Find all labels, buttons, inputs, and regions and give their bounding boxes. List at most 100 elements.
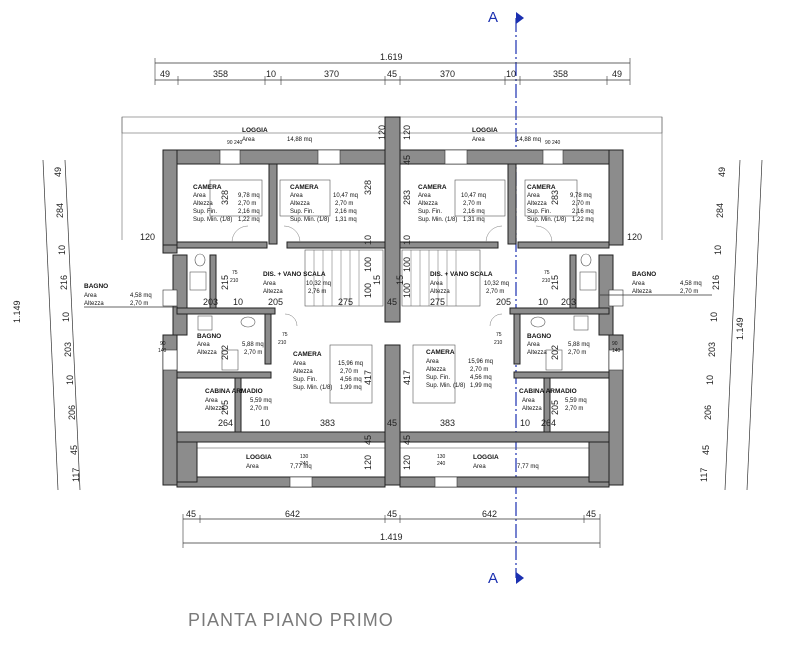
dim-10-br: 10 [520,418,530,428]
dis-right-alt: 2,70 m [486,289,504,295]
dim-right-8: 206 [703,405,713,420]
bagno-int-right-alt: 2,70 m [568,350,586,356]
dim-left-total: 1.149 [12,300,22,323]
plan-title: PIANTA PIANO PRIMO [188,610,394,630]
camera-b-alt: 2,70 m [335,201,353,207]
dim-328-ll: 328 [220,190,230,205]
dim-120-tr: 120 [627,232,642,242]
dim-417-r: 417 [402,370,412,385]
dim-left-8: 206 [67,405,77,420]
bagno-ext-left-alt-label: Altezza [84,301,104,307]
dim-120-spine-top-l: 120 [377,125,387,140]
cabina-right-area-label: Area [522,398,535,404]
camera-a-supmin-label: Sup. Min. (1/8) [193,217,232,223]
camera-d-supmin-label: Sup. Min. (1/8) [527,217,566,223]
bagno-ext-left-area: 4,58 mq [130,293,152,299]
bagno-int-right-area: 5,88 mq [568,342,590,348]
fixtures [189,179,597,404]
camera-b-supfin: 2,16 mq [335,209,357,215]
dim-275-r: 275 [430,297,445,307]
bagno-ext-right-area: 4,58 mq [680,281,702,287]
camera-c-alt-label: Altezza [418,201,438,207]
cabina-right-alt-label: Altezza [522,406,542,412]
dim-45-bl: 45 [363,435,373,445]
camera-c-supmin: 1,31 mq [463,217,485,223]
dim-205-vl: 205 [220,400,230,415]
dim-bottom-4: 642 [482,509,497,519]
dim-right-9: 45 [701,445,711,455]
camera-c-supfin-label: Sup. Fin. [418,209,442,215]
dis-left-name: DIS. + VANO SCALA [263,271,326,278]
dim-top-4: 370 [324,69,339,79]
cabina-left-alt-label: Altezza [205,406,225,412]
dim-45-bm: 45 [387,418,397,428]
camera-c-name: CAMERA [418,184,447,191]
dim-45-mid: 45 [387,297,397,307]
dim-140-br: 140 [612,348,621,354]
dim-top-2: 358 [213,69,228,79]
camera-b-area: 10,47 mq [333,193,358,199]
camera-d-area-label: Area [527,193,540,199]
dim-10-b: 10 [402,235,412,245]
camera-big-right-supmin-label: Sup. Min. (1/8) [426,383,465,389]
dim-left-9: 45 [69,445,79,455]
dis-left-area: 10,32 mq [306,281,331,287]
dim-top-3: 10 [266,69,276,79]
dis-right-name: DIS. + VANO SCALA [430,271,493,278]
camera-big-right-name: CAMERA [426,349,455,356]
dim-right-7: 10 [705,375,715,385]
loggia-top-right-name: LOGGIA [472,127,498,134]
dim-90-tr: 90 [545,140,551,146]
camera-big-right-supmin: 1,99 mq [470,383,492,389]
dim-383-r: 383 [440,418,455,428]
camera-c-area: 10,47 mq [461,193,486,199]
bottom-dimension-lines: 45 642 45 642 45 1.419 [182,509,601,548]
dim-417-l: 417 [363,370,373,385]
dim-120-tl: 120 [140,232,155,242]
openings [162,149,624,488]
loggia-bottom-left-area-label: Area [246,464,259,470]
dim-130-bl: 130 [300,454,309,460]
right-dimension-lines: 1.149 49 284 10 216 10 203 10 206 45 117 [699,159,763,491]
dim-left-1: 49 [53,167,63,177]
dim-10-r: 10 [538,297,548,307]
camera-big-right-supfin-label: Sup. Fin. [426,375,450,381]
dis-right-area: 10,32 mq [484,281,509,287]
camera-c-area-label: Area [418,193,431,199]
left-dimension-lines: 1.149 49 284 10 216 10 203 10 206 45 117 [12,159,81,491]
camera-b-area-label: Area [290,193,303,199]
dim-283-r: 283 [550,190,560,205]
dim-90-tl: 90 [227,140,233,146]
camera-a-area: 9,78 mq [238,193,260,199]
dim-100-a: 100 [363,257,373,272]
dim-45-spine: 45 [402,155,412,165]
dim-240-bl: 240 [300,461,309,467]
loggia-bottom-left-name: LOGGIA [246,454,272,461]
dim-top-7: 10 [506,69,516,79]
dim-90-br: 90 [612,341,618,347]
dim-45-br: 45 [402,435,412,445]
dim-383-l: 383 [320,418,335,428]
dim-264-l: 264 [218,418,233,428]
dim-240-br: 240 [437,461,446,467]
camera-a-name: CAMERA [193,184,222,191]
dim-15-a: 15 [372,275,382,285]
camera-big-left-supfin-label: Sup. Fin. [293,377,317,383]
cabina-right-alt: 2,70 m [565,406,583,412]
dis-left-alt: 2,76 m [308,289,326,295]
camera-d-supfin: 2,16 mq [572,209,594,215]
bagno-int-right-area-label: Area [527,342,540,348]
cabina-right-name: CABINA ARMADIO [519,388,577,395]
dim-202-r: 202 [550,345,560,360]
interior-dimensions: 120 120 120 120 45 328 328 283 283 10 10… [140,125,642,470]
camera-b-supfin-label: Sup. Fin. [290,209,314,215]
cabina-left-alt: 2,70 m [250,406,268,412]
cabina-left-name: CABINA ARMADIO [205,388,263,395]
dim-205-r: 205 [496,297,511,307]
cabina-right-area: 5,59 mq [565,398,587,404]
loggia-bottom-right-area: 7,77 mq [517,464,539,470]
loggia-top-left-name: LOGGIA [242,127,268,134]
dis-left-alt-label: Altezza [263,289,283,295]
dim-right-4: 216 [711,275,721,290]
bagno-ext-left-name: BAGNO [84,283,108,290]
